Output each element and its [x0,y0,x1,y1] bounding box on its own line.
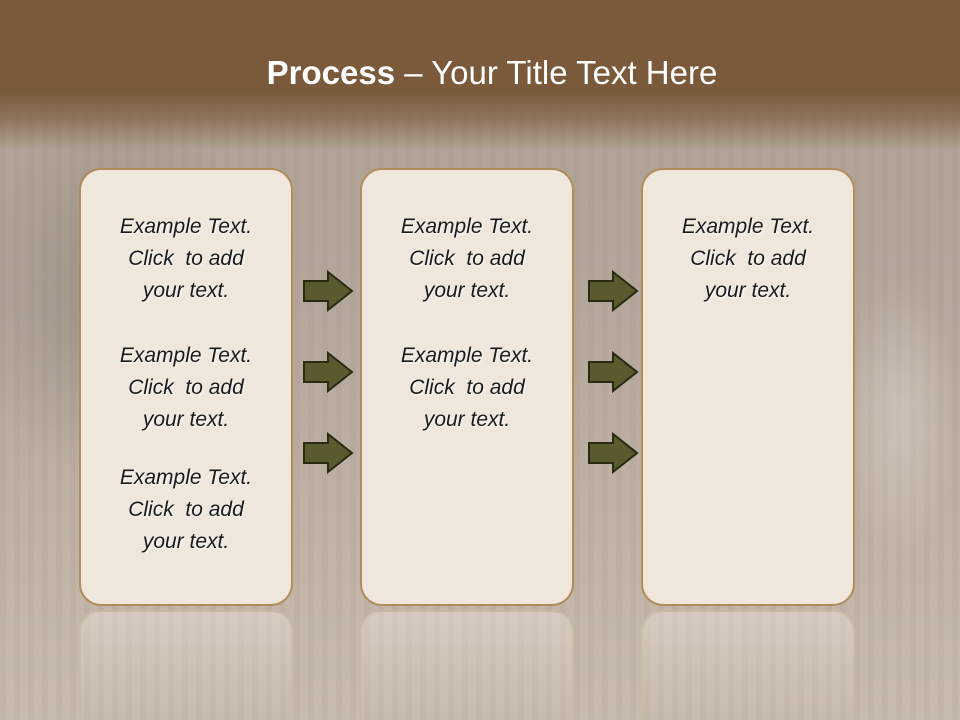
right-arrow-icon[interactable] [587,270,639,312]
process-box-1-reflection [79,610,293,720]
process-box-3-reflection [641,610,855,720]
process-box-2-reflection [360,610,574,720]
right-arrow-icon[interactable] [302,270,354,312]
right-arrow-icon[interactable] [302,432,354,474]
process-box-2[interactable] [360,168,574,606]
process-box-3[interactable] [641,168,855,606]
slide-title[interactable]: Process – Your Title Text Here [0,54,960,92]
title-rest: – Your Title Text Here [404,54,718,91]
process-box-1[interactable] [79,168,293,606]
title-bar [0,0,960,150]
right-arrow-icon[interactable] [302,351,354,393]
right-arrow-icon[interactable] [587,351,639,393]
title-bold: Process [266,54,396,91]
right-arrow-icon[interactable] [587,432,639,474]
